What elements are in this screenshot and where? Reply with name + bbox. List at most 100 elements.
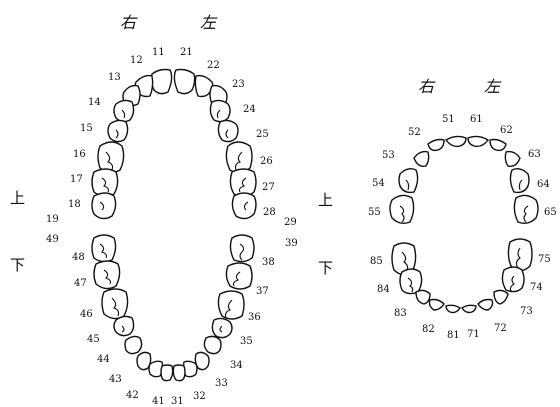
num-29: 29: [284, 217, 297, 228]
permanent-lower-arch: [92, 235, 254, 381]
num-23: 23: [232, 79, 245, 90]
tooth-11: [151, 70, 171, 94]
num-64: 64: [537, 179, 550, 190]
deciduous-upper-arch: [390, 136, 538, 223]
tooth-65: [514, 195, 538, 223]
num-31: 31: [171, 396, 184, 407]
num-62: 62: [500, 125, 513, 136]
tooth-35: [212, 318, 232, 337]
num-39: 39: [285, 238, 298, 249]
num-53: 53: [382, 150, 395, 161]
tooth-47: [94, 261, 120, 289]
deciduous-dentition: 右 左 上 下: [318, 77, 557, 341]
permanent-side-right-label: 右: [120, 13, 138, 32]
num-34: 34: [230, 360, 243, 371]
num-35: 35: [240, 336, 253, 347]
tooth-26: [226, 142, 252, 173]
num-63: 63: [528, 149, 541, 160]
tooth-31: [173, 365, 185, 381]
num-26: 26: [260, 156, 273, 167]
tooth-44: [125, 336, 142, 353]
num-33: 33: [215, 378, 228, 389]
num-17: 17: [70, 174, 83, 185]
tooth-14: [114, 100, 134, 121]
num-48: 48: [72, 252, 85, 263]
num-47: 47: [74, 278, 87, 289]
num-14: 14: [88, 97, 101, 108]
tooth-73: [494, 290, 508, 304]
permanent-side-left-label: 左: [200, 13, 218, 32]
tooth-34: [204, 336, 221, 353]
num-11: 11: [152, 47, 165, 58]
num-27: 27: [262, 182, 275, 193]
tooth-36: [218, 291, 244, 319]
permanent-upper-arch: [92, 70, 256, 219]
tooth-38: [230, 235, 254, 262]
deciduous-lower-arch: [392, 239, 532, 313]
num-46: 46: [80, 309, 93, 320]
permanent-tooth-numbers: 11 21 12 22 13 23 14 24 15 25 16 26 17 2…: [46, 47, 298, 407]
num-65: 65: [544, 207, 557, 218]
tooth-21: [174, 70, 194, 94]
num-61: 61: [470, 114, 483, 125]
num-21: 21: [180, 47, 193, 58]
num-41: 41: [152, 396, 165, 407]
tooth-81: [446, 305, 460, 312]
tooth-63: [505, 152, 520, 167]
num-74: 74: [530, 282, 543, 293]
num-54: 54: [372, 178, 385, 189]
tooth-62: [490, 140, 506, 151]
permanent-lower-label: 下: [10, 256, 25, 274]
tooth-53: [414, 152, 429, 167]
num-38: 38: [262, 257, 275, 268]
tooth-55: [390, 195, 414, 223]
num-49: 49: [46, 234, 59, 245]
num-25: 25: [256, 129, 269, 140]
num-24: 24: [243, 104, 256, 115]
tooth-16: [98, 142, 124, 173]
num-45: 45: [87, 334, 100, 345]
num-81: 81: [447, 330, 460, 341]
num-84: 84: [377, 284, 390, 295]
num-32: 32: [193, 391, 206, 402]
permanent-dentition: 右 左 上 下: [10, 13, 298, 407]
tooth-51: [446, 136, 466, 146]
num-43: 43: [109, 374, 122, 385]
tooth-83: [416, 290, 430, 304]
num-44: 44: [97, 354, 110, 365]
tooth-75: [508, 239, 532, 271]
num-36: 36: [248, 312, 261, 323]
num-52: 52: [408, 127, 421, 138]
tooth-45: [114, 316, 134, 335]
num-85: 85: [370, 256, 383, 267]
tooth-72: [478, 300, 493, 311]
tooth-25: [218, 120, 238, 141]
num-55: 55: [368, 207, 381, 218]
num-42: 42: [126, 390, 139, 401]
num-37: 37: [256, 286, 269, 297]
deciduous-lower-label: 下: [318, 259, 333, 277]
num-72: 72: [494, 323, 507, 334]
tooth-74: [502, 267, 524, 292]
tooth-37: [226, 263, 252, 289]
tooth-61: [468, 136, 488, 146]
permanent-upper-label: 上: [10, 189, 25, 207]
tooth-24: [210, 100, 230, 121]
num-22: 22: [207, 60, 220, 71]
num-19: 19: [46, 214, 59, 225]
tooth-71: [462, 305, 476, 312]
num-13: 13: [108, 72, 121, 83]
num-12: 12: [130, 55, 143, 66]
tooth-46: [102, 289, 128, 319]
num-28: 28: [263, 207, 276, 218]
num-73: 73: [520, 306, 533, 317]
num-18: 18: [68, 199, 81, 210]
num-51: 51: [442, 114, 455, 125]
deciduous-upper-label: 上: [318, 191, 333, 209]
tooth-52: [428, 140, 444, 151]
num-16: 16: [73, 149, 86, 160]
num-15: 15: [80, 123, 93, 134]
tooth-82: [430, 300, 445, 311]
